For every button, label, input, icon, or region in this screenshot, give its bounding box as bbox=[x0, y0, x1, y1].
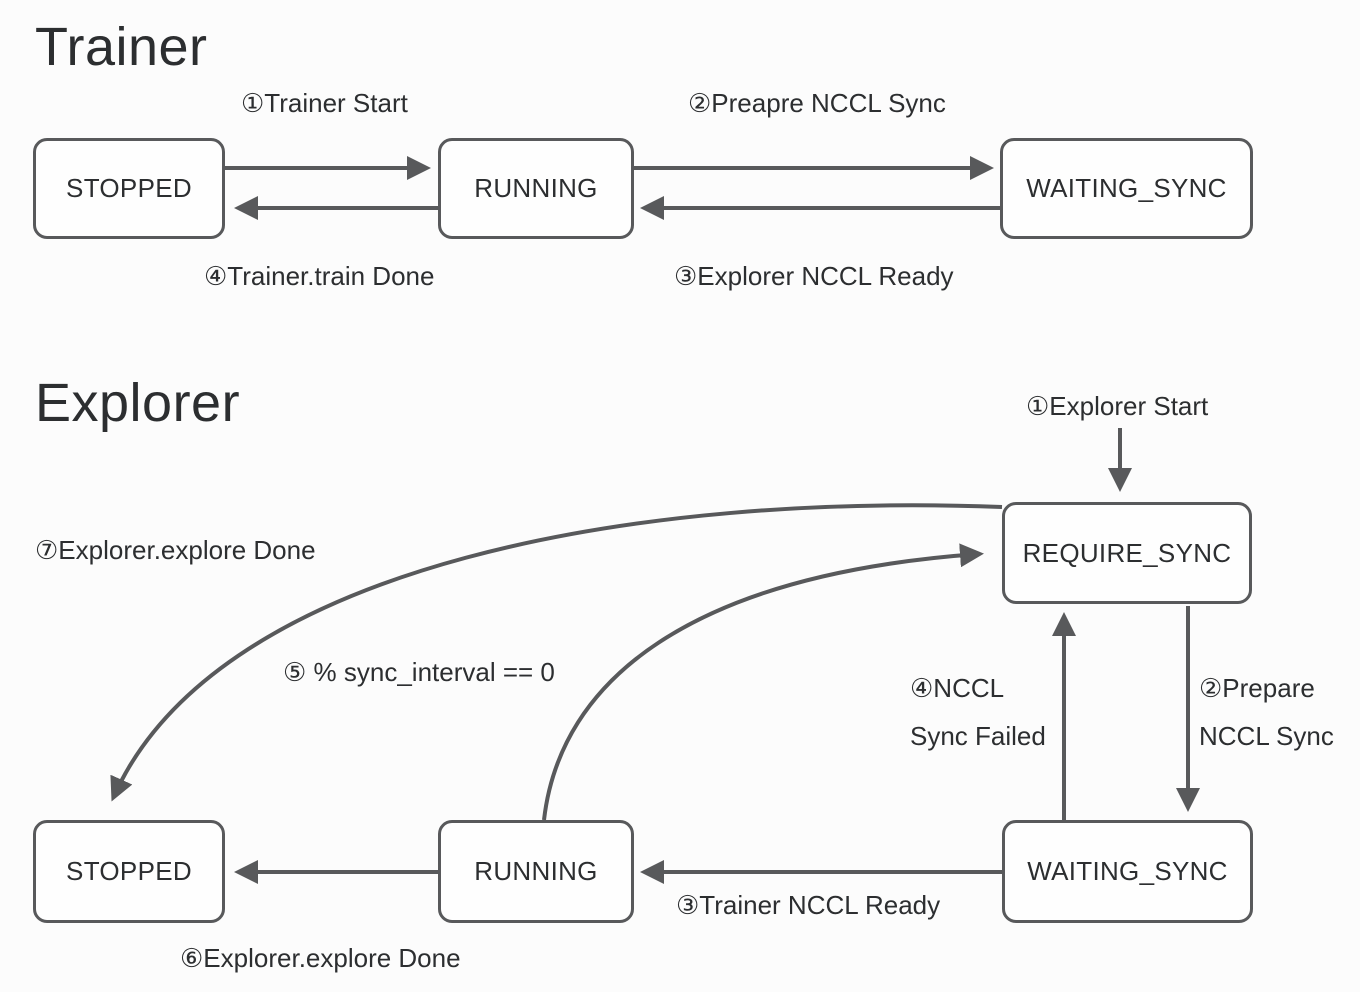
explorer-edge-label-trainer-nccl-ready: ③Trainer NCCL Ready bbox=[676, 890, 941, 920]
trainer-state-waiting-sync: WAITING_SYNC bbox=[1000, 138, 1253, 239]
explorer-edge-label-sync-interval: ⑤ % sync_interval == 0 bbox=[283, 657, 555, 687]
explorer-edge-label-nccl-sync-failed: ④NCCL Sync Failed bbox=[910, 664, 1046, 760]
trainer-edge-label-trainer-start: ①Trainer Start bbox=[241, 88, 408, 118]
explorer-edge-label-explore-done-curve: ⑦Explorer.explore Done bbox=[35, 535, 316, 565]
explorer-state-require-sync: REQUIRE_SYNC bbox=[1002, 502, 1252, 604]
explorer-edge-label-explore-done-bottom: ⑥Explorer.explore Done bbox=[180, 943, 461, 973]
explorer-edge-label-failed-line2: Sync Failed bbox=[910, 721, 1046, 751]
explorer-state-running: RUNNING bbox=[438, 820, 634, 923]
explorer-edge-label-explorer-start: ①Explorer Start bbox=[1026, 391, 1209, 421]
trainer-state-stopped: STOPPED bbox=[33, 138, 225, 239]
explorer-state-stopped: STOPPED bbox=[33, 820, 225, 923]
trainer-edge-label-prepare-nccl-sync: ②Preapre NCCL Sync bbox=[688, 88, 946, 118]
explorer-state-waiting-sync: WAITING_SYNC bbox=[1002, 820, 1253, 923]
explorer-edge-label-prepare-nccl-sync: ②Prepare NCCL Sync bbox=[1199, 664, 1334, 760]
explorer-edge-label-prepare-line2: NCCL Sync bbox=[1199, 721, 1334, 751]
trainer-state-running: RUNNING bbox=[438, 138, 634, 239]
trainer-title: Trainer bbox=[35, 17, 208, 77]
explorer-edge-label-prepare-line1: ②Prepare bbox=[1199, 673, 1315, 703]
trainer-edge-label-explorer-nccl-ready: ③Explorer NCCL Ready bbox=[674, 261, 954, 291]
trainer-edge-label-train-done: ④Trainer.train Done bbox=[204, 261, 435, 291]
explorer-title: Explorer bbox=[35, 373, 241, 433]
explorer-edge-label-failed-line1: ④NCCL bbox=[910, 673, 1005, 703]
